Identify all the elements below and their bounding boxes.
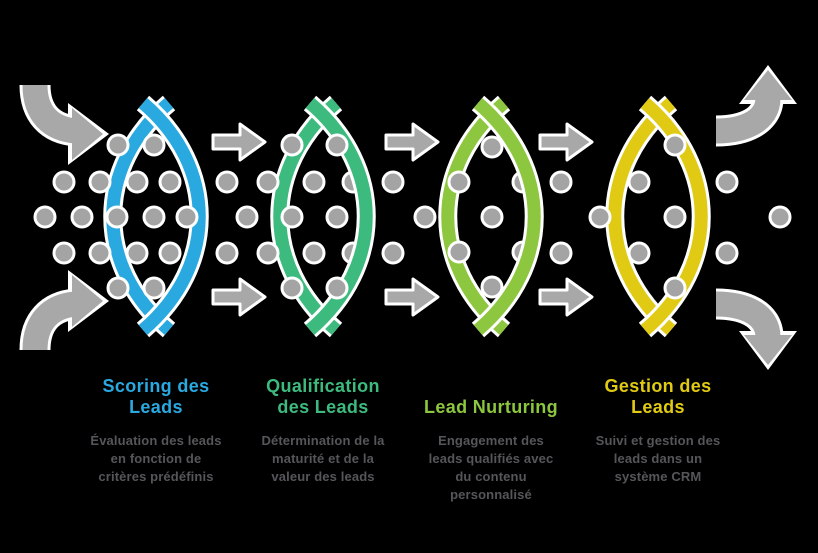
lead-dot bbox=[280, 205, 304, 229]
lead-dot bbox=[235, 205, 259, 229]
lead-dot bbox=[627, 170, 651, 194]
gestion-ring bbox=[640, 98, 708, 335]
exit-arrow-top bbox=[744, 70, 792, 100]
flow-arrow bbox=[211, 277, 267, 317]
flow-arrow bbox=[538, 122, 594, 162]
lead-dot bbox=[480, 135, 504, 159]
lead-dot bbox=[627, 241, 651, 265]
entry-arrow-bottom bbox=[72, 275, 103, 327]
flow-arrow bbox=[211, 122, 267, 162]
flow-arrow bbox=[538, 277, 594, 317]
lead-dot bbox=[125, 170, 149, 194]
nurturing-ring bbox=[473, 98, 541, 335]
lead-dot bbox=[52, 241, 76, 265]
lead-dot bbox=[70, 205, 94, 229]
lead-dot bbox=[549, 241, 573, 265]
entry-arrow-bottom bbox=[22, 291, 78, 351]
lead-dot bbox=[413, 205, 437, 229]
lead-dot bbox=[142, 205, 166, 229]
lead-dot bbox=[142, 276, 166, 300]
lead-dot bbox=[158, 170, 182, 194]
entry-arrow-top bbox=[22, 84, 78, 144]
lead-dot bbox=[215, 170, 239, 194]
lead-dot bbox=[325, 133, 349, 157]
lead-dot bbox=[175, 205, 199, 229]
lead-dot bbox=[588, 205, 612, 229]
qualification-ring bbox=[273, 98, 341, 335]
lead-dot bbox=[158, 241, 182, 265]
lead-dot bbox=[302, 170, 326, 194]
lead-dot bbox=[302, 241, 326, 265]
lead-dot bbox=[381, 241, 405, 265]
lead-dot bbox=[768, 205, 792, 229]
lead-dot bbox=[106, 133, 130, 157]
lead-dot bbox=[325, 205, 349, 229]
flow-arrow bbox=[384, 122, 440, 162]
lead-dot bbox=[142, 133, 166, 157]
lead-dot bbox=[256, 170, 280, 194]
lead-dot bbox=[106, 276, 130, 300]
lead-dot bbox=[52, 170, 76, 194]
flow-arrow bbox=[384, 277, 440, 317]
exit-arrow-top bbox=[715, 96, 781, 144]
gestion-ring bbox=[608, 98, 676, 335]
lead-dot bbox=[663, 205, 687, 229]
lead-dot bbox=[256, 241, 280, 265]
lead-dot bbox=[88, 170, 112, 194]
lead-dot bbox=[663, 276, 687, 300]
lead-dot bbox=[280, 276, 304, 300]
lead-dot bbox=[280, 133, 304, 157]
lead-dot bbox=[715, 241, 739, 265]
lead-dot bbox=[549, 170, 573, 194]
exit-arrow-bottom bbox=[744, 335, 792, 365]
lead-dot bbox=[663, 133, 687, 157]
lead-dot bbox=[105, 205, 129, 229]
nurturing-ring bbox=[441, 98, 509, 335]
lead-dot bbox=[480, 205, 504, 229]
lead-dot bbox=[447, 170, 471, 194]
lead-dot bbox=[381, 170, 405, 194]
scoring-ring bbox=[138, 98, 206, 335]
lead-dot bbox=[325, 276, 349, 300]
lead-dot bbox=[715, 170, 739, 194]
qualification-ring bbox=[305, 98, 373, 335]
lead-dot bbox=[88, 241, 112, 265]
entry-arrow-top bbox=[72, 108, 103, 160]
lead-dot bbox=[33, 205, 57, 229]
lead-dot bbox=[480, 275, 504, 299]
lead-dot bbox=[215, 241, 239, 265]
exit-arrow-bottom bbox=[715, 291, 781, 339]
lead-dot bbox=[125, 241, 149, 265]
lead-dot bbox=[447, 240, 471, 264]
